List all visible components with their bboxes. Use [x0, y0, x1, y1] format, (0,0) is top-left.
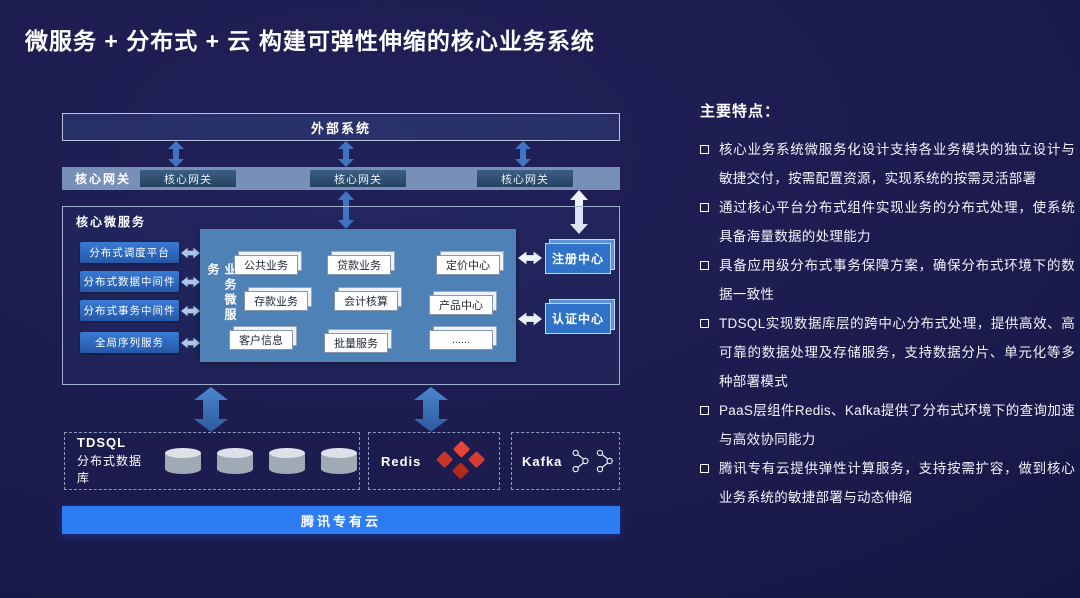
database-cylinders: [163, 446, 359, 476]
middleware-node-data: 分布式数据中间件: [80, 271, 179, 292]
kafka-nodes-icon: [572, 449, 614, 473]
database-cylinder-icon: [217, 448, 253, 474]
private-cloud-label: 腾讯专有云: [300, 513, 381, 529]
tdsql-box: TDSQL 分布式数据库: [64, 432, 360, 490]
feature-item: 腾讯专有云提供弹性计算服务，支持按需扩容，做到核心业务系统的敏捷部署与动态伸缩: [700, 454, 1075, 512]
double-arrow-horizontal-icon: [181, 276, 200, 288]
service-card: ......: [429, 330, 493, 350]
registry-center-node: 注册中心: [545, 243, 611, 274]
kafka-label: Kafka: [522, 453, 563, 469]
double-arrow-horizontal-icon: [518, 312, 542, 326]
double-arrow-horizontal-icon: [181, 305, 200, 317]
bullet-square-icon: [700, 464, 709, 474]
gateway-node: 核心网关: [477, 170, 573, 187]
private-cloud-bar: 腾讯专有云: [62, 506, 620, 534]
bullet-square-icon: [700, 145, 709, 154]
double-arrow-vertical-icon: [168, 141, 184, 167]
redis-cubes-icon: [437, 441, 485, 479]
feature-item: 具备应用级分布式事务保障方案，确保分布式环境下的数据一致性: [700, 251, 1075, 309]
bullet-square-icon: [700, 261, 709, 271]
double-arrow-vertical-icon: [515, 141, 531, 167]
service-card: 客户信息: [229, 330, 293, 350]
kafka-box: Kafka: [511, 432, 620, 490]
features-heading: 主要特点：: [700, 103, 781, 120]
gateway-node: 核心网关: [140, 170, 236, 187]
bullet-square-icon: [700, 319, 709, 329]
core-gateway-label: 核心网关: [75, 172, 132, 186]
service-card: 产品中心: [429, 295, 493, 315]
database-cylinder-icon: [269, 448, 305, 474]
business-services-label: 业务微服务: [206, 262, 237, 323]
double-arrow-horizontal-icon: [181, 247, 200, 259]
gateway-to-services-arrow-icon: [338, 191, 354, 229]
external-system-box: 外部系统: [62, 113, 620, 141]
feature-item: PaaS层组件Redis、Kafka提供了分布式环境下的查询加速与高效协同能力: [700, 396, 1075, 454]
feature-text: 具备应用级分布式事务保障方案，确保分布式环境下的数据一致性: [719, 258, 1075, 303]
feature-text: 通过核心平台分布式组件实现业务的分布式处理，使系统具备海量数据的处理能力: [719, 200, 1075, 245]
double-arrow-vertical-icon: [338, 141, 354, 167]
service-card: 会计核算: [334, 291, 398, 311]
feature-text: PaaS层组件Redis、Kafka提供了分布式环境下的查询加速与高效协同能力: [719, 403, 1075, 448]
tdsql-name: TDSQL: [77, 435, 127, 451]
tdsql-text: TDSQL 分布式数据库: [77, 434, 149, 488]
middleware-node-scheduler: 分布式调度平台: [80, 242, 179, 263]
service-card: 定价中心: [436, 255, 500, 275]
page-title: 微服务 + 分布式 + 云 构建可弹性伸缩的核心业务系统: [25, 28, 595, 54]
database-cylinder-icon: [165, 448, 201, 474]
service-card: 公共业务: [234, 255, 298, 275]
service-card: 贷款业务: [327, 255, 391, 275]
double-arrow-horizontal-icon: [181, 337, 200, 349]
auth-center-node: 认证中心: [545, 303, 611, 334]
feature-item: 通过核心平台分布式组件实现业务的分布式处理，使系统具备海量数据的处理能力: [700, 193, 1075, 251]
bullet-square-icon: [700, 203, 709, 213]
core-to-data-arrow-icon: [194, 387, 228, 432]
feature-text: 核心业务系统微服务化设计支持各业务模块的独立设计与敏捷交付，按需配置资源，实现系…: [719, 142, 1075, 187]
business-services-panel: 业务微服务 公共业务 贷款业务 定价中心 存款业务 会计核算 产品中心 客户信息…: [200, 229, 516, 362]
core-gateway-bar: 核心网关 核心网关 核心网关 核心网关: [62, 167, 620, 190]
service-card: 存款业务: [244, 291, 308, 311]
core-microservices-label: 核心微服务: [76, 215, 147, 229]
gateway-to-registry-arrow-icon: [570, 190, 588, 234]
redis-box: Redis: [368, 432, 500, 490]
feature-text: TDSQL实现数据库层的跨中心分布式处理，提供高效、高可靠的数据处理及存储服务，…: [719, 316, 1075, 390]
feature-item: 核心业务系统微服务化设计支持各业务模块的独立设计与敏捷交付，按需配置资源，实现系…: [700, 135, 1075, 193]
middleware-node-transaction: 分布式事务中间件: [80, 300, 179, 321]
gateway-node: 核心网关: [310, 170, 406, 187]
external-system-label: 外部系统: [310, 120, 371, 136]
core-to-data-arrow-icon: [414, 387, 448, 432]
feature-text: 腾讯专有云提供弹性计算服务，支持按需扩容，做到核心业务系统的敏捷部署与动态伸缩: [719, 461, 1075, 506]
tdsql-desc: 分布式数据库: [77, 454, 143, 486]
double-arrow-horizontal-icon: [518, 251, 542, 265]
feature-item: TDSQL实现数据库层的跨中心分布式处理，提供高效、高可靠的数据处理及存储服务，…: [700, 309, 1075, 396]
features-panel: 主要特点： 核心业务系统微服务化设计支持各业务模块的独立设计与敏捷交付，按需配置…: [700, 100, 1075, 512]
redis-label: Redis: [381, 453, 422, 469]
middleware-node-sequence: 全局序列服务: [80, 332, 179, 353]
bullet-square-icon: [700, 406, 709, 416]
service-card: 批量服务: [324, 333, 388, 353]
database-cylinder-icon: [321, 448, 357, 474]
